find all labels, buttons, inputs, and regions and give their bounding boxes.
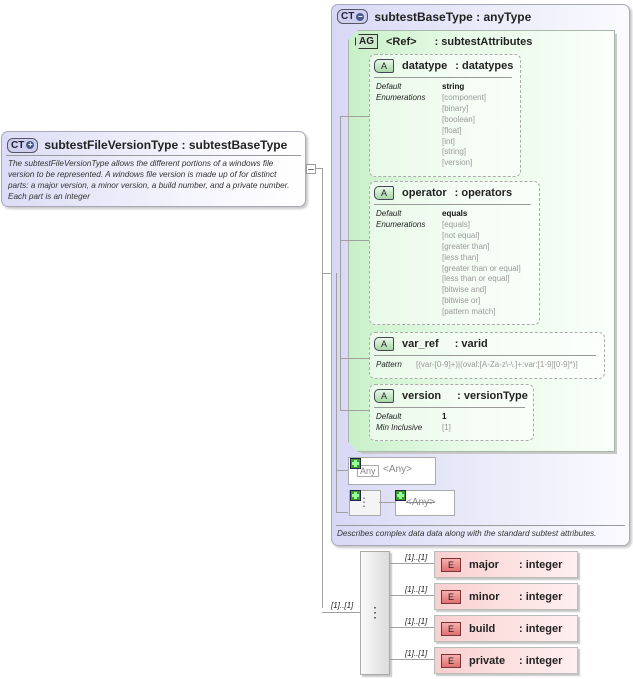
type-title: subtestFileVersionType : subtestBaseType — [44, 138, 288, 152]
any-label: <Any> — [383, 464, 412, 475]
any-label: <Any> — [406, 497, 435, 508]
expand-icon[interactable] — [350, 490, 361, 501]
attribute-group-badge: AG — [355, 34, 378, 49]
attribute-badge: A — [374, 59, 394, 73]
type-description: Describes complex data data along with t… — [337, 529, 597, 538]
any-badge: Any — [357, 465, 379, 477]
complex-type-subtestFileVersionType[interactable]: CT+ subtestFileVersionType : subtestBase… — [1, 131, 306, 207]
sequence-compositor[interactable]: ⋮ — [360, 551, 390, 675]
connector — [340, 116, 341, 411]
complex-type-badge: CT+ — [7, 137, 39, 153]
collapse-icon: − — [356, 11, 365, 21]
cardinality: [1]..[1] — [405, 585, 428, 594]
expand-icon[interactable] — [350, 458, 361, 469]
connector — [322, 168, 323, 608]
sequence-icon: ⋮ — [368, 604, 382, 620]
ref-label: <Ref> — [386, 35, 417, 48]
type-title: subtestBaseType : anyType — [374, 9, 532, 24]
element-badge: E — [441, 653, 461, 668]
type-description: The subtestFileVersionType allows the di… — [8, 159, 290, 201]
expand-icon[interactable] — [395, 490, 406, 501]
cardinality: [1]..[1] — [405, 649, 428, 658]
cardinality: [1]..[1] — [405, 553, 428, 562]
connector — [322, 612, 360, 613]
attribute-badge: A — [374, 389, 394, 403]
any-attribute[interactable]: Any <Any> — [348, 457, 436, 485]
collapse-icon[interactable] — [306, 164, 316, 174]
cardinality: [1]..[1] — [405, 617, 428, 626]
element-badge: E — [441, 589, 461, 604]
expand-icon: + — [26, 140, 35, 149]
element-badge: E — [441, 621, 461, 636]
attribute-badge: A — [374, 186, 394, 200]
element-badge: E — [441, 557, 461, 572]
sequence-icon: ⋮ — [358, 495, 370, 509]
attribute-badge: A — [374, 337, 394, 351]
complex-type-badge: CT− — [337, 9, 369, 24]
cardinality: [1]..[1] — [331, 601, 354, 610]
group-name: : subtestAttributes — [434, 35, 533, 48]
connector — [314, 168, 323, 169]
